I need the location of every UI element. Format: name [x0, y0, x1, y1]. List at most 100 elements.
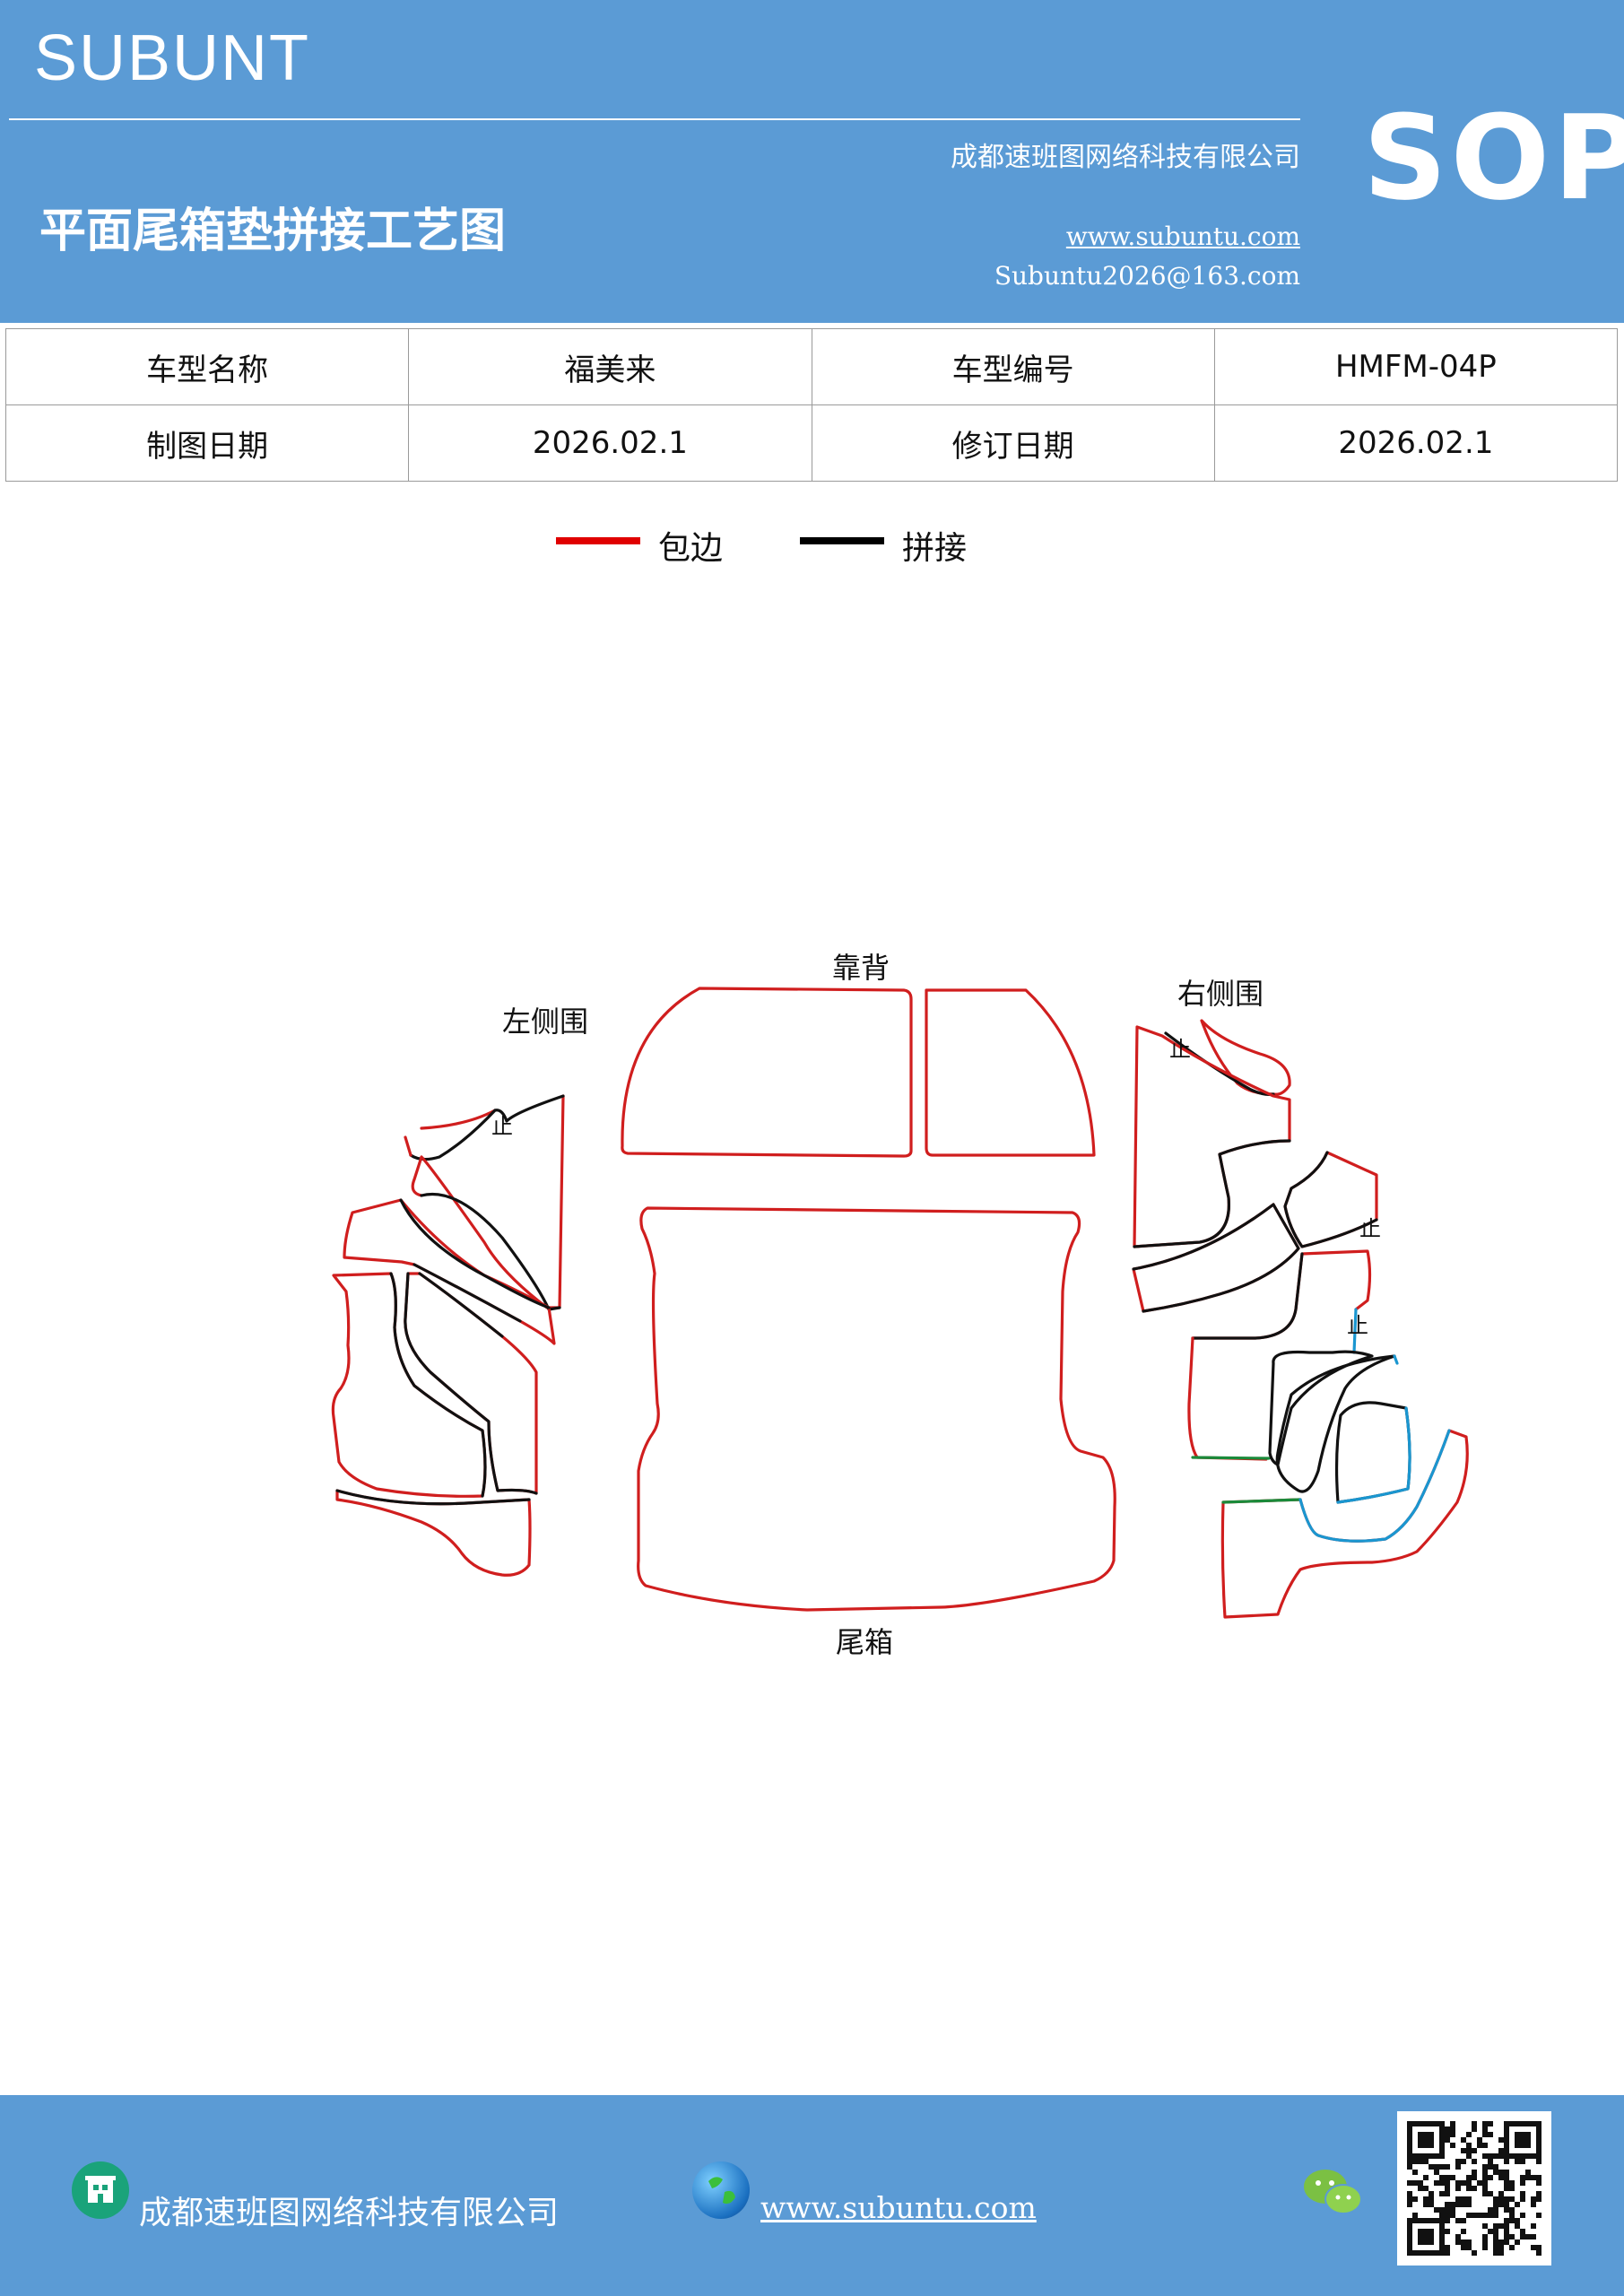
right-side-mid-seam: [1132, 1203, 1300, 1313]
table-cell: 2026.02.1: [1213, 404, 1619, 482]
qr-module: [1429, 2153, 1434, 2159]
qr-module: [1498, 2191, 1504, 2196]
qr-module: [1525, 2137, 1531, 2143]
qr-module: [1520, 2196, 1525, 2202]
qr-module: [1450, 2143, 1455, 2148]
qr-module: [1412, 2153, 1418, 2159]
qr-module: [1445, 2207, 1450, 2213]
legend-swatch-black: [800, 537, 884, 544]
qr-module: [1455, 2164, 1461, 2170]
qr-module: [1429, 2202, 1434, 2207]
qr-module: [1488, 2159, 1493, 2164]
qr-module: [1423, 2186, 1429, 2191]
qr-module: [1407, 2148, 1412, 2153]
qr-module: [1407, 2159, 1412, 2164]
right-side-block-c-blue: [1336, 1406, 1411, 1504]
qr-module: [1472, 2126, 1477, 2132]
qr-module: [1429, 2132, 1434, 2137]
qr-module: [1439, 2234, 1445, 2239]
qr-module: [1445, 2213, 1450, 2218]
footer-website-link[interactable]: www.subuntu.com: [760, 2190, 1037, 2225]
qr-module: [1488, 2153, 1493, 2159]
qr-module: [1504, 2143, 1509, 2148]
qr-module: [1434, 2170, 1439, 2175]
qr-module: [1407, 2126, 1412, 2132]
qr-module: [1504, 2175, 1509, 2180]
qr-module: [1418, 2143, 1423, 2148]
qr-module: [1466, 2196, 1472, 2202]
qr-module: [1482, 2153, 1488, 2159]
table-row: 车型名称 福美来 车型编号 HMFM-04P: [4, 328, 1619, 405]
table-cell: 福美来: [408, 328, 812, 405]
qr-module: [1407, 2153, 1412, 2159]
qr-module: [1525, 2175, 1531, 2180]
qr-module: [1429, 2196, 1434, 2202]
qr-module: [1439, 2148, 1445, 2153]
qr-module: [1504, 2121, 1509, 2126]
qr-module: [1461, 2180, 1466, 2186]
qr-module: [1531, 2175, 1536, 2180]
qr-module: [1520, 2175, 1525, 2180]
qr-module: [1439, 2250, 1445, 2256]
qr-module: [1461, 2202, 1466, 2207]
qr-module: [1439, 2153, 1445, 2159]
label-right-side: 右侧围: [1177, 977, 1264, 1011]
qr-module: [1472, 2170, 1477, 2175]
qr-module: [1504, 2153, 1509, 2159]
qr-module: [1509, 2207, 1515, 2213]
qr-module: [1434, 2153, 1439, 2159]
qr-module: [1407, 2234, 1412, 2239]
qr-module: [1412, 2121, 1418, 2126]
qr-module: [1461, 2159, 1466, 2164]
qr-module: [1455, 2234, 1461, 2239]
right-side-center-blue: [1352, 1308, 1358, 1354]
qr-module: [1504, 2218, 1509, 2223]
qr-module: [1509, 2213, 1515, 2218]
table-cell: 制图日期: [4, 404, 410, 482]
qr-module: [1429, 2164, 1434, 2170]
qr-module: [1536, 2143, 1541, 2148]
wechat-icon[interactable]: [1302, 2165, 1365, 2219]
qr-module: [1407, 2143, 1412, 2148]
email-address: Subuntu2026@163.com: [994, 261, 1300, 291]
qr-module: [1498, 2170, 1504, 2175]
qr-module: [1520, 2137, 1525, 2143]
left-side-top-piece: [420, 1109, 497, 1130]
qr-module: [1504, 2137, 1509, 2143]
qr-module: [1434, 2180, 1439, 2186]
qr-module: [1418, 2153, 1423, 2159]
qr-module: [1412, 2196, 1418, 2202]
qr-module: [1445, 2202, 1450, 2207]
qr-module: [1498, 2202, 1504, 2207]
qr-module: [1482, 2180, 1488, 2186]
qr-module: [1493, 2207, 1498, 2213]
qr-module: [1531, 2202, 1536, 2207]
qr-module: [1498, 2175, 1504, 2180]
qr-module: [1423, 2153, 1429, 2159]
qr-module: [1461, 2229, 1466, 2234]
qr-module: [1439, 2132, 1445, 2137]
qr-module: [1450, 2213, 1455, 2218]
company-name: 成都速班图网络科技有限公司: [951, 142, 1300, 173]
qr-module: [1466, 2245, 1472, 2250]
table-cell: 2026.02.1: [408, 404, 812, 482]
label-backrest: 靠背: [832, 951, 890, 985]
qr-module: [1520, 2180, 1525, 2186]
qr-module: [1498, 2250, 1504, 2256]
qr-module: [1525, 2132, 1531, 2137]
qr-module: [1445, 2191, 1450, 2196]
qr-module: [1509, 2121, 1515, 2126]
right-side-block-c: [1334, 1401, 1411, 1504]
qr-module: [1423, 2196, 1429, 2202]
qr-module: [1536, 2196, 1541, 2202]
website-link[interactable]: www.subuntu.com: [1065, 222, 1300, 251]
left-side-upper-seam: [420, 1094, 565, 1311]
legend-label: 拼接: [902, 530, 968, 567]
qr-module: [1407, 2250, 1412, 2256]
qr-module: [1515, 2239, 1520, 2245]
qr-module: [1429, 2143, 1434, 2148]
qr-module: [1525, 2143, 1531, 2148]
qr-module: [1439, 2143, 1445, 2148]
qr-module: [1515, 2132, 1520, 2137]
qr-code: [1397, 2111, 1551, 2266]
